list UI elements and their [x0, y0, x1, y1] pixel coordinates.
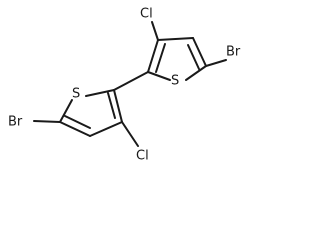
bond-s-c5-lower — [59, 99, 73, 123]
bond-c3-c4-upper — [157, 37, 194, 41]
upper-chlorine-label: Cl — [140, 7, 153, 22]
bond-s-c2-upper — [147, 71, 171, 81]
bond-c3-c2-lower — [113, 89, 123, 123]
upper-bromine-label: Br — [226, 45, 241, 60]
bond-c5-c4-lower — [59, 121, 91, 137]
upper-sulfur-label: S — [171, 74, 179, 89]
bond-c5-br-lower — [33, 120, 61, 123]
lower-sulfur-label: S — [72, 87, 80, 102]
upper-thiophene-ring — [147, 21, 227, 81]
molecule-diagram: Cl S Br S Br Cl — [8, 7, 241, 164]
bond-c4-c5-upper — [192, 37, 207, 67]
bond-c2-s-lower — [85, 89, 115, 97]
bond-c4-c3-lower — [89, 121, 123, 137]
bond-c5-c4-lower-double — [64, 115, 91, 129]
bond-c3-c2-lower-double — [107, 92, 116, 119]
structure-drawing: Cl S Br S Br Cl — [8, 7, 241, 164]
bond-c5-br-upper — [205, 59, 227, 67]
bond-c4-c5-upper-double — [187, 44, 200, 70]
bond-ring-linkage — [113, 71, 149, 91]
bond-c2-c3-upper-double — [155, 43, 166, 73]
bond-c3-cl-lower — [121, 121, 139, 147]
lower-bromine-label: Br — [8, 115, 23, 130]
bond-c3-cl-upper — [151, 21, 159, 41]
lower-chlorine-label: Cl — [136, 149, 149, 164]
lower-thiophene-ring — [33, 89, 139, 147]
bond-c5-s-upper — [185, 65, 207, 81]
bond-c2-c3-upper — [147, 39, 159, 73]
